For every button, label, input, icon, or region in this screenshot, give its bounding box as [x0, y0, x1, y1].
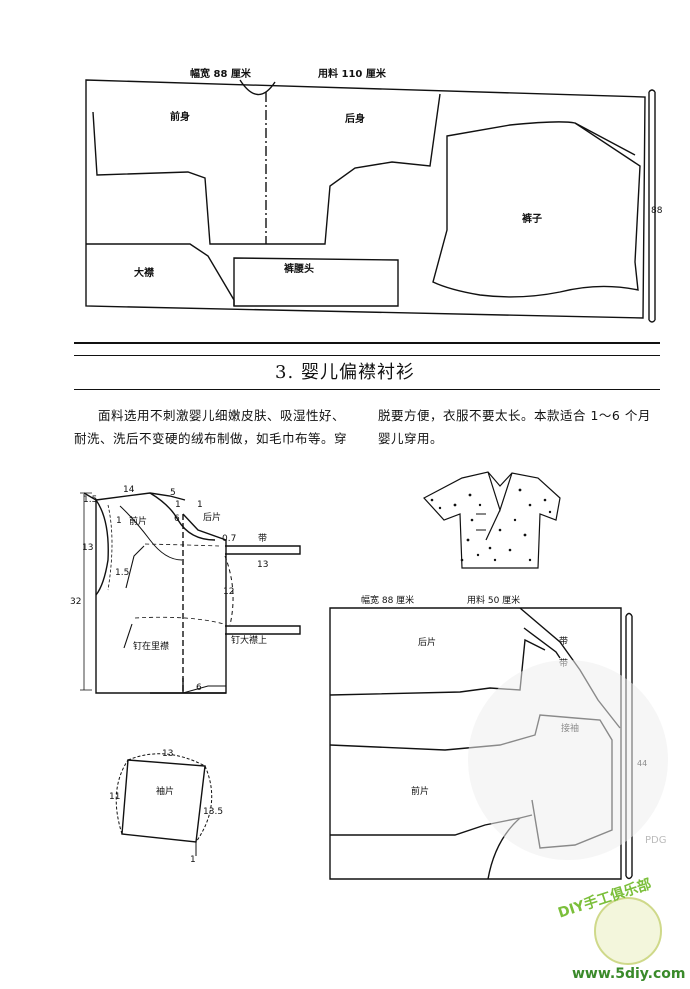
section-rule-bottom: [74, 389, 660, 390]
label-front-piece: 前片: [129, 517, 148, 527]
layout-back-piece: 后片: [418, 638, 437, 648]
label-back-piece: 后片: [203, 513, 222, 523]
section-rule-mid: [74, 355, 660, 356]
measure-32: 32: [70, 597, 82, 607]
sleeve-label: 袖片: [156, 787, 175, 797]
label-pants: 裤子: [522, 214, 542, 225]
para-right-line-2: 婴儿穿用。: [378, 431, 444, 446]
paragraph-left: 面料选用不刺激婴儿细嫩皮肤、吸湿性好、: [98, 404, 368, 427]
paragraph-left-2: 耐洗、洗后不变硬的绒布制做，如毛巾布等。穿: [74, 427, 374, 450]
para-left-line-1: 面料选用不刺激婴儿细嫩皮肤、吸湿性好、: [98, 408, 346, 423]
measure-5: 5: [170, 488, 176, 498]
para-left-line-2: 耐洗、洗后不变硬的绒布制做，如毛巾布等。穿: [74, 431, 348, 446]
sleeve-measure-1: 1: [190, 855, 196, 865]
sleeve-measure-13: 13: [162, 749, 174, 759]
footer-pdg: PDG: [645, 835, 667, 846]
label-height-88: 88: [651, 206, 663, 216]
measure-13-left: 13: [82, 543, 94, 553]
sleeve-measure-13-5: 13.5: [203, 807, 224, 817]
measure-1-5-side: 1.5: [115, 568, 130, 578]
layout-front-piece: 前片: [411, 787, 430, 797]
layout-fabric-width: 幅宽 88 厘米: [361, 596, 415, 606]
top-fabric-width: 幅宽 88 厘米: [190, 69, 251, 80]
measure-0-7: 0.7: [222, 534, 237, 544]
layout-fabric-usage: 用料 50 厘米: [467, 596, 521, 606]
measure-1-5-top: 1.5: [83, 495, 98, 505]
section-title: 3. 婴儿偏襟衬衫: [275, 362, 415, 383]
label-sew-outer: 钉大襟上: [231, 636, 268, 646]
label-waistband: 裤腰头: [284, 264, 314, 275]
label-big-lapel: 大襟: [134, 268, 154, 279]
footer-site: www.5diy.com: [572, 966, 686, 982]
label-front-body: 前身: [170, 112, 190, 123]
shirt-sketch: [423, 471, 561, 569]
measure-1-c: 1: [175, 500, 181, 510]
paragraph-right: 脱要方便，衣服不要太长。本款适合 1～6 个月 婴儿穿用。: [378, 404, 668, 450]
measure-6: 6: [174, 514, 180, 524]
measure-1-b: 1: [116, 516, 122, 526]
label-tie: 带: [258, 534, 268, 544]
measure-13-right: 13: [257, 560, 269, 570]
label-sew-inner: 钉在里襟: [133, 642, 170, 652]
measure-12: 12: [223, 587, 235, 597]
sleeve-measure-11: 11: [109, 792, 121, 802]
layout-tie-1: 带: [559, 637, 569, 647]
measure-1-a: 1: [197, 500, 203, 510]
measure-14: 14: [123, 485, 135, 495]
measure-6-bottom: 6: [196, 683, 202, 693]
watermark-seal: [468, 660, 668, 860]
shirt-dots: [430, 488, 552, 562]
section-rule-top: [74, 342, 660, 344]
label-back-body: 后身: [345, 114, 365, 125]
club-logo-circle: [594, 897, 662, 965]
para-right-line-1: 脱要方便，衣服不要太长。本款适合 1～6 个月: [378, 408, 651, 423]
top-fabric-usage: 用料 110 厘米: [318, 69, 386, 80]
